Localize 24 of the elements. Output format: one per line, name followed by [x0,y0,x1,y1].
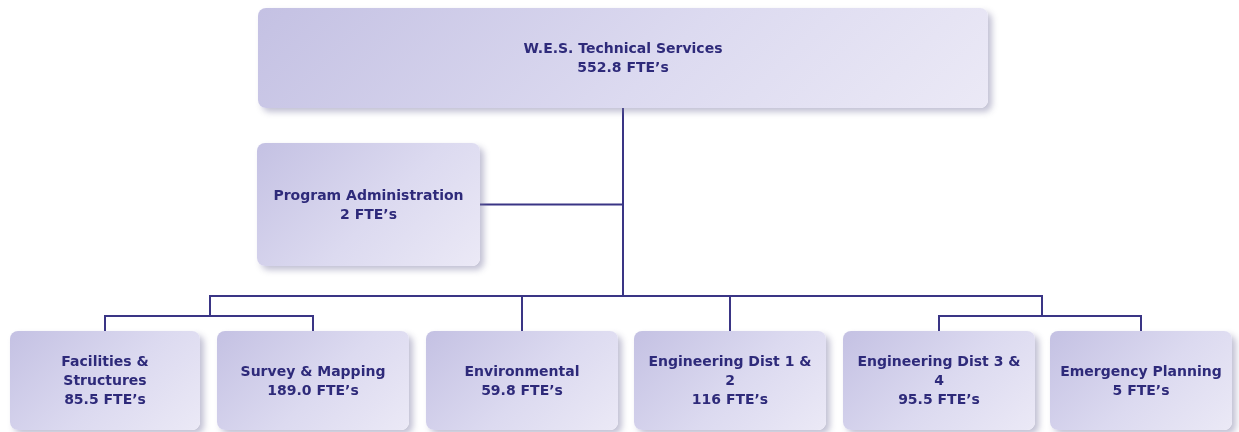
unit-name: W.E.S. Technical Services [523,39,723,58]
fte-count: 85.5 FTE’s [64,390,146,409]
unit-box [1050,331,1232,430]
unit-name: Survey & Mapping [240,361,386,381]
unit-box [257,143,480,266]
unit-box [634,331,826,430]
fte-count: 59.8 FTE’s [481,380,563,400]
unit-name: Engineering Dist 3 & 4 [856,352,1022,390]
fte-count: 116 FTE’s [691,390,769,409]
unit-name: Emergency Planning [1060,361,1222,381]
unit-name: Facilities & Structures [60,352,150,390]
unit-name: Environmental [464,361,580,381]
root-box [258,8,988,108]
fte-count: 95.5 FTE’s [898,390,980,409]
unit-box [217,331,409,430]
fte-count: 189.0 FTE’s [267,380,359,400]
unit-name: Program Administration [273,185,464,205]
unit-box [843,331,1035,430]
fte-count: 552.8 FTE’s [577,58,669,77]
unit-box [426,331,618,430]
unit-box [10,331,200,430]
fte-count: 2 FTE’s [340,204,397,224]
unit-name: Engineering Dist 1 & 2 [647,352,813,390]
fte-count: 5 FTE’s [1112,380,1170,400]
